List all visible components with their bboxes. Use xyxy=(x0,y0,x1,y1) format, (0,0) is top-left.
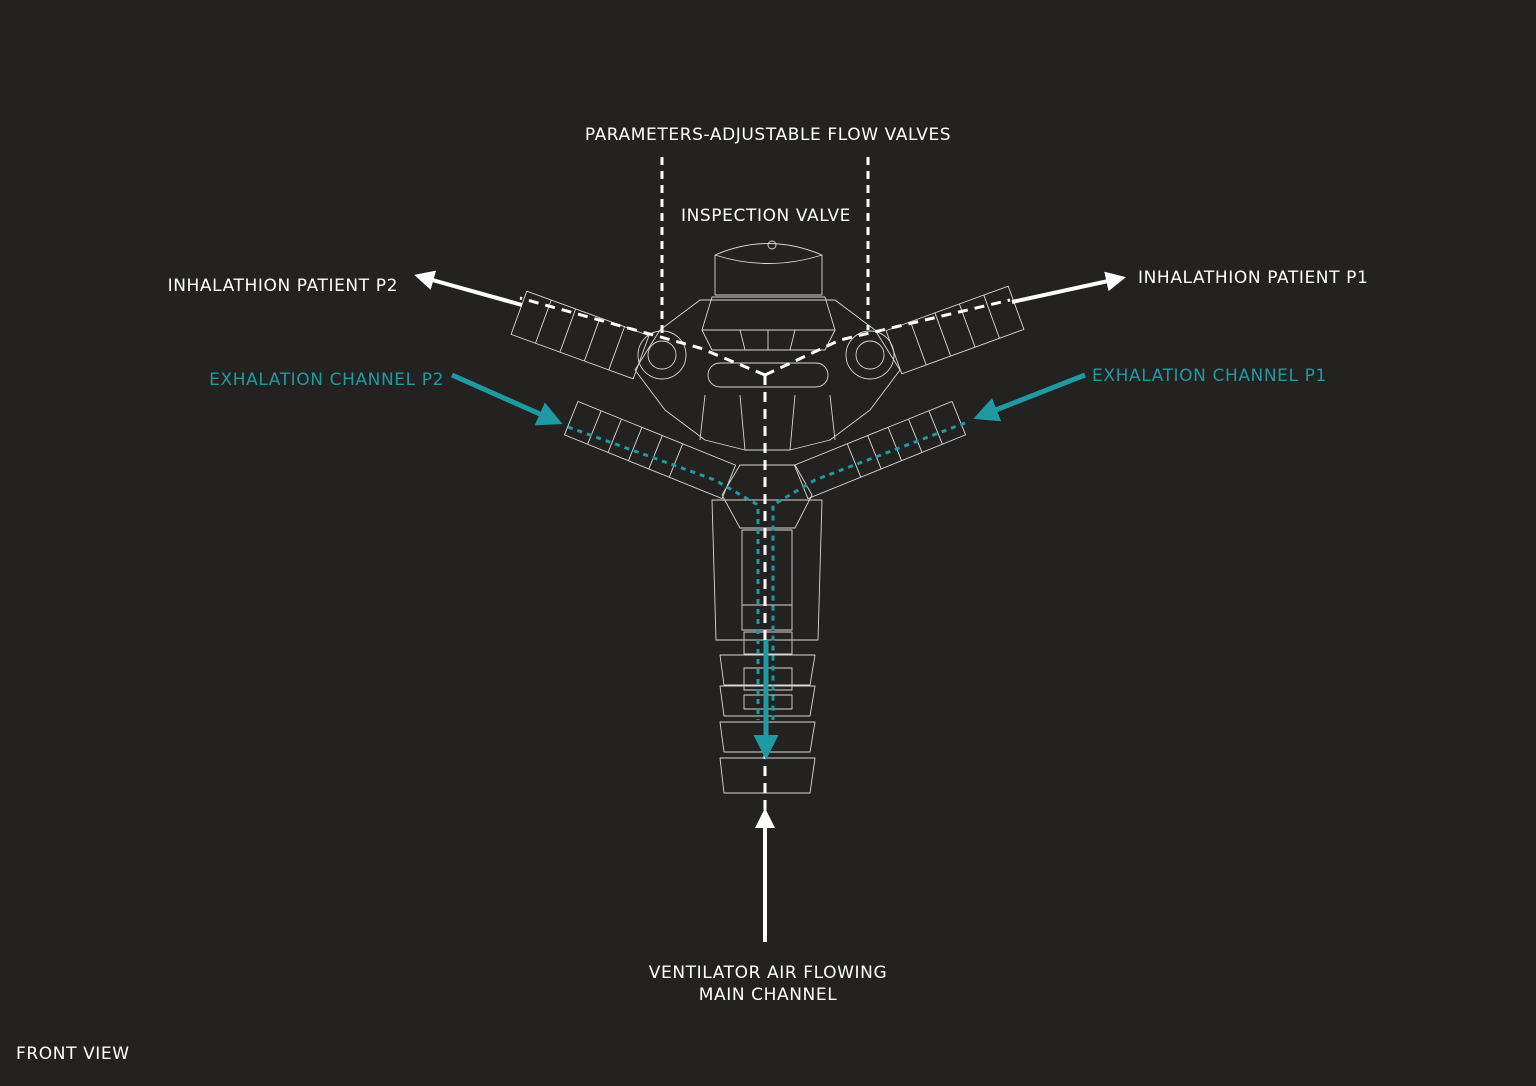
inhalation-p1-arrow xyxy=(1011,271,1126,304)
exhalation-barb-right xyxy=(793,401,967,499)
exhalation-flow-paths xyxy=(567,421,966,720)
inhalation-path-left xyxy=(519,296,766,377)
exhalation-path-right xyxy=(771,421,966,720)
inhalation-path-right xyxy=(764,298,1011,377)
label-front-view: FRONT VIEW xyxy=(16,1044,130,1064)
exhalation-p2-arrow xyxy=(450,372,563,426)
inhalation-p2-arrow xyxy=(414,270,523,307)
flow-arrows xyxy=(414,270,1126,942)
label-inhalation-p2: INHALATHION PATIENT P2 xyxy=(168,276,398,296)
label-exhalation-p2: EXHALATION CHANNEL P2 xyxy=(209,370,444,390)
label-main-channel-line1: VENTILATOR AIR FLOWING xyxy=(649,963,887,983)
central-body xyxy=(634,299,901,451)
inhalation-barb-right xyxy=(885,285,1025,375)
label-exhalation-p1: EXHALATION CHANNEL P1 xyxy=(1092,366,1327,386)
main-trunk xyxy=(711,499,823,641)
diagram-labels: PARAMETERS-ADJUSTABLE FLOW VALVES INSPEC… xyxy=(16,125,1368,1064)
inhalation-barb-left xyxy=(510,290,650,380)
inspection-valve-body xyxy=(701,296,836,331)
exhalation-barb-left xyxy=(563,401,737,499)
label-inhalation-p1: INHALATHION PATIENT P1 xyxy=(1138,268,1368,288)
inspection-valve-cap xyxy=(714,243,823,296)
label-inspection-valve: INSPECTION VALVE xyxy=(681,206,851,226)
flow-valve-right xyxy=(845,330,895,380)
main-channel-barbs xyxy=(719,631,816,794)
label-main-channel-line2: MAIN CHANNEL xyxy=(699,985,838,1005)
label-flow-valves: PARAMETERS-ADJUSTABLE FLOW VALVES xyxy=(585,125,951,145)
exhalation-path-left xyxy=(567,425,760,720)
exhalation-p1-arrow xyxy=(973,372,1086,422)
exhalation-hub xyxy=(721,464,813,529)
splitter-device-outline xyxy=(510,240,1025,794)
